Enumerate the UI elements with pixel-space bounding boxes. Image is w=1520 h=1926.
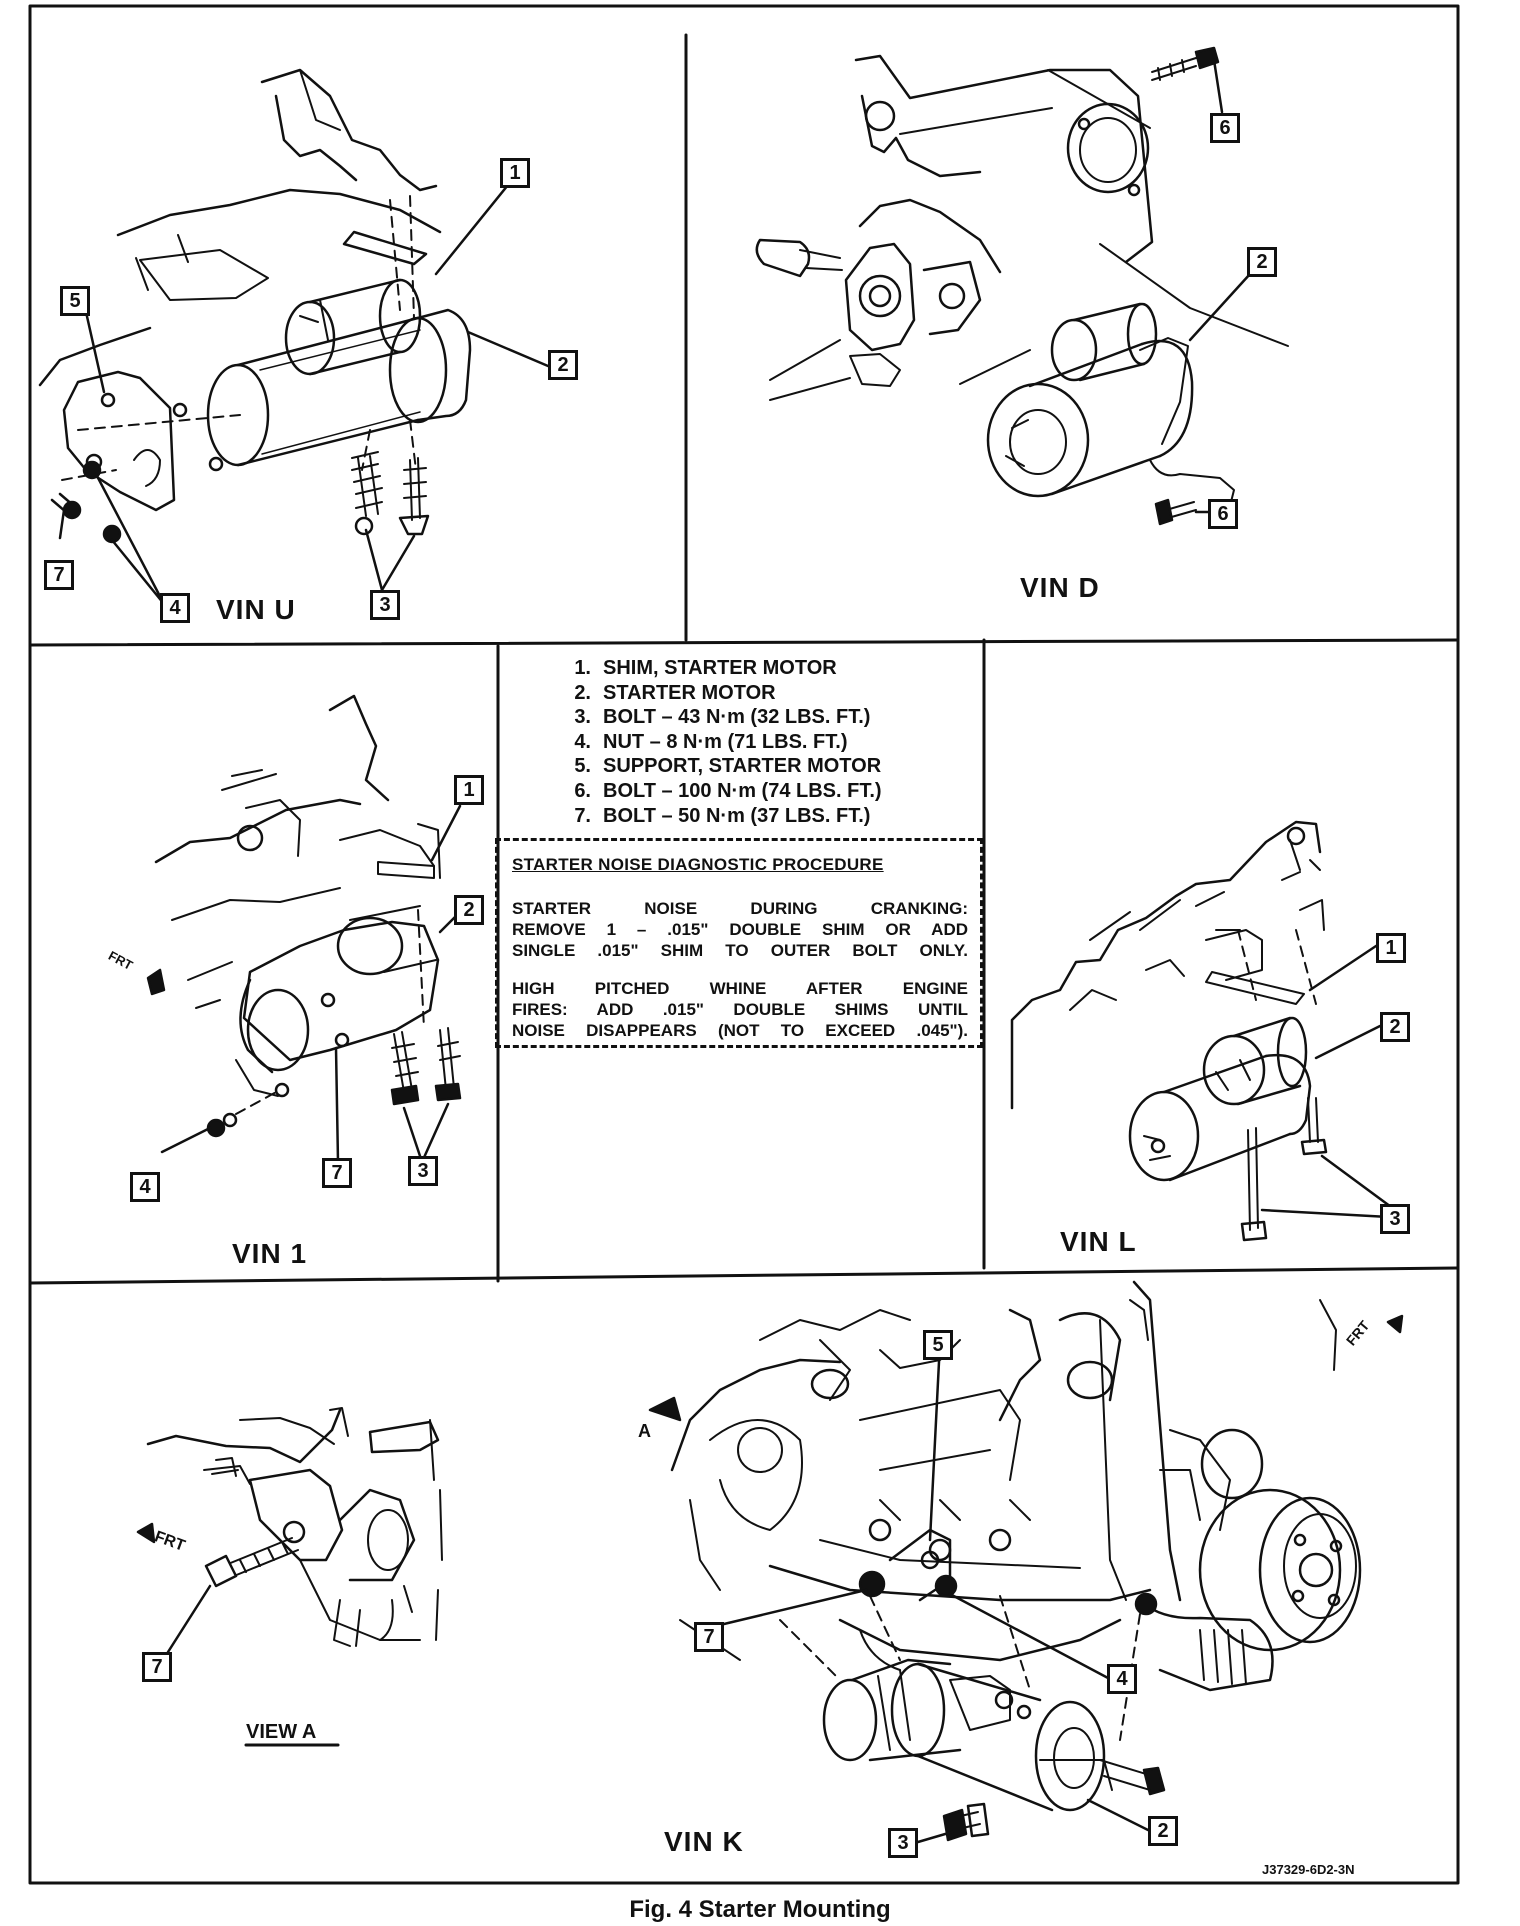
note-title: STARTER NOISE DIAGNOSTIC PROCEDURE (512, 855, 884, 874)
callout-vin-d-6-top: 6 (1210, 113, 1240, 143)
callout-vin-l-1: 1 (1376, 933, 1406, 963)
view-a-illustration (136, 1407, 443, 1747)
note-line: HIGH PITCHED WHINE AFTER ENGINE (512, 979, 968, 998)
callout-vin-1-1: 1 (454, 775, 484, 805)
callout-view-a-7: 7 (142, 1652, 172, 1682)
callout-number: 5 (932, 1334, 944, 1356)
callout-number: 1 (1385, 937, 1397, 959)
legend-item: 2.STARTER MOTOR (574, 681, 776, 704)
callout-number: 1 (463, 779, 475, 801)
callout-number: 3 (417, 1160, 429, 1182)
vin-l-illustration (1010, 820, 1408, 1242)
parts-legend: 1.SHIM, STARTER MOTOR 2.STARTER MOTOR 3.… (547, 657, 882, 829)
callout-number: 7 (703, 1626, 715, 1648)
panel-label-vin-1: VIN 1 (232, 1238, 308, 1269)
panel-grid (28, 4, 1460, 1885)
vin-u-illustration (38, 68, 550, 606)
callout-vin-u-7: 7 (44, 560, 74, 590)
panel-label-vin-d: VIN D (1020, 572, 1100, 603)
legend-item: 7.BOLT – 50 N·m (37 LBS. FT.) (574, 804, 871, 827)
callout-number: 7 (53, 564, 65, 586)
panel-label-vin-l: VIN L (1060, 1226, 1137, 1257)
view-a-marker-label: A (638, 1421, 651, 1441)
callout-number: 7 (151, 1656, 163, 1678)
callout-vin-k-2: 2 (1148, 1816, 1178, 1846)
callout-vin-u-4: 4 (160, 593, 190, 623)
note-line: STARTER NOISE DURING CRANKING: (512, 899, 968, 918)
legend-item: 4.NUT – 8 N·m (71 LBS. FT.) (574, 730, 848, 753)
note-line: NOISE DISAPPEARS (NOT TO EXCEED .045"). (512, 1021, 968, 1040)
legend-item: 5.SUPPORT, STARTER MOTOR (574, 755, 882, 778)
callout-vin-k-7: 7 (694, 1622, 724, 1652)
callout-vin-k-4: 4 (1107, 1664, 1137, 1694)
callout-number: 4 (1116, 1668, 1128, 1690)
callout-vin-u-2: 2 (548, 350, 578, 380)
figure-code: J37329-6D2-3N (1262, 1862, 1355, 1877)
callout-vin-l-2: 2 (1380, 1012, 1410, 1042)
callout-vin-u-5: 5 (60, 286, 90, 316)
panel-label-view-a: VIEW A (246, 1721, 317, 1743)
callout-number: 3 (1389, 1208, 1401, 1230)
callout-number: 3 (897, 1832, 909, 1854)
legend-item: 6.BOLT – 100 N·m (74 LBS. FT.) (574, 779, 882, 802)
callout-vin-u-3: 3 (370, 590, 400, 620)
callout-number: 7 (331, 1162, 343, 1184)
callout-number: 6 (1217, 503, 1229, 525)
callout-vin-1-2: 2 (454, 895, 484, 925)
callout-vin-k-5: 5 (923, 1330, 953, 1360)
note-line: SINGLE .015" SHIM TO OUTER BOLT ONLY. (512, 941, 968, 960)
callout-vin-d-6-bottom: 6 (1208, 499, 1238, 529)
legend-item: 1.SHIM, STARTER MOTOR (574, 657, 837, 679)
callout-number: 2 (557, 354, 569, 376)
callout-vin-d-2: 2 (1247, 247, 1277, 277)
callout-number: 4 (169, 597, 181, 619)
callout-number: 1 (509, 162, 521, 184)
callout-number: 5 (69, 290, 81, 312)
callout-number: 4 (139, 1176, 151, 1198)
note-line: REMOVE 1 – .015" DOUBLE SHIM OR ADD (512, 920, 968, 939)
vin-1-illustration (146, 694, 472, 1164)
vin-d-illustration (755, 46, 1289, 526)
panel-label-vin-k: VIN K (664, 1826, 744, 1857)
figure-caption: Fig. 4 Starter Mounting (629, 1896, 891, 1923)
callout-vin-1-4: 4 (130, 1172, 160, 1202)
note-line: FIRES: ADD .015" DOUBLE SHIMS UNTIL (512, 1000, 968, 1019)
callout-vin-l-3: 3 (1380, 1204, 1410, 1234)
callout-vin-1-7: 7 (322, 1158, 352, 1188)
callout-number: 6 (1219, 117, 1231, 139)
legend-item: 3.BOLT – 43 N·m (32 LBS. FT.) (574, 706, 871, 729)
panel-label-vin-u: VIN U (216, 594, 296, 625)
callout-vin-1-3: 3 (408, 1156, 438, 1186)
vin-k-illustration (648, 1280, 1404, 1844)
callout-vin-k-3: 3 (888, 1828, 918, 1858)
callout-number: 2 (1256, 251, 1268, 273)
callout-number: 2 (1157, 1820, 1169, 1842)
diagnostic-note-box: STARTER NOISE DIAGNOSTIC PROCEDURE START… (495, 838, 983, 1048)
callout-number: 3 (379, 594, 391, 616)
callout-number: 2 (463, 899, 475, 921)
callout-vin-u-1: 1 (500, 158, 530, 188)
callout-number: 2 (1389, 1016, 1401, 1038)
